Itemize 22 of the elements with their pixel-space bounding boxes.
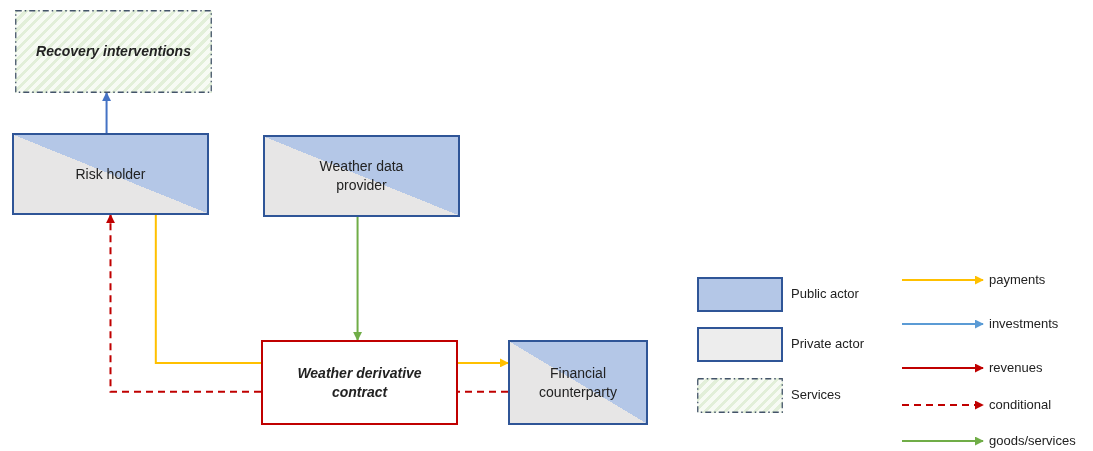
node-label: Weather data provider bbox=[318, 157, 405, 195]
arrow bbox=[457, 358, 509, 368]
actor-box bbox=[12, 133, 209, 215]
contract-box bbox=[261, 340, 458, 425]
legend-label: goods/services bbox=[989, 433, 1076, 448]
legend-label: Private actor bbox=[791, 336, 864, 351]
legend-label: revenues bbox=[989, 360, 1043, 375]
legend-label: conditional bbox=[989, 397, 1052, 412]
node-label: Recovery interventions bbox=[35, 42, 192, 61]
arrow bbox=[353, 216, 363, 341]
arrow bbox=[102, 92, 112, 134]
node-label: Weather derivative contract bbox=[296, 363, 423, 402]
node-label: Financial counterparty bbox=[538, 363, 618, 402]
actor-box bbox=[263, 135, 460, 217]
legend-label: investments bbox=[989, 316, 1059, 331]
dashed-arrow bbox=[106, 214, 262, 393]
legend-label: Public actor bbox=[791, 286, 859, 301]
service-box bbox=[15, 10, 212, 93]
legend-label: payments bbox=[989, 272, 1046, 287]
actor-box bbox=[508, 340, 648, 425]
node-label: Risk holder bbox=[74, 164, 147, 184]
legend-label: Services bbox=[791, 387, 841, 402]
